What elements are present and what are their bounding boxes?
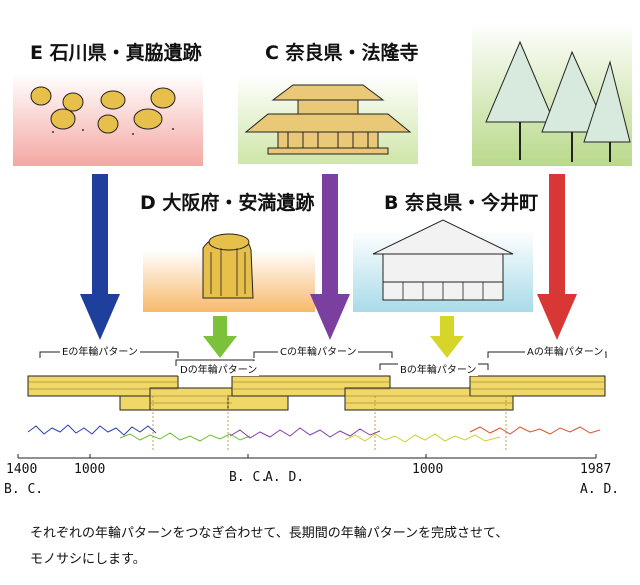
axis-bc-left: B. C. — [4, 482, 44, 497]
axis-1400: 1400 — [6, 462, 38, 477]
board-d — [149, 387, 233, 411]
axis-ad: A. D. — [265, 470, 305, 485]
ring-curve-b — [344, 433, 501, 443]
board-c2 — [227, 395, 289, 411]
site-c-title: C 奈良県・法隆寺 — [265, 42, 419, 64]
ring-curve-c — [229, 427, 381, 439]
board-a — [469, 375, 606, 397]
site-e-illustration — [13, 74, 203, 166]
axis-ad-right: A. D. — [580, 482, 620, 497]
pattern-label-e: Eの年輪パターン — [60, 343, 140, 358]
axis-1987: 1987 — [580, 462, 612, 477]
ring-curve-e — [27, 424, 157, 436]
arrow-b — [430, 316, 464, 358]
site-e-title: E 石川県・真脇遺跡 — [30, 42, 202, 64]
arrow-c — [310, 174, 350, 340]
ring-curve-d — [119, 432, 251, 442]
ring-curve-a — [469, 426, 601, 435]
arrow-e — [80, 174, 120, 340]
pattern-label-d: Dの年輪パターン — [178, 361, 260, 376]
site-a-illustration — [472, 22, 632, 166]
site-c-illustration — [238, 60, 418, 164]
caption-line1: それぞれの年輪パターンをつなぎ合わせて、長期間の年輪パターンを完成させて、 — [30, 526, 509, 541]
pattern-label-a: Aの年輪パターン — [525, 343, 606, 358]
axis-1000-ad: 1000 — [412, 462, 444, 477]
site-b-title: B 奈良県・今井町 — [384, 192, 539, 214]
caption-line2: モノサシにします。 — [30, 552, 146, 567]
axis-1000-bc: 1000 — [74, 462, 106, 477]
axis-bc: B. C. — [229, 470, 269, 485]
pattern-label-b: Bの年輪パターン — [398, 361, 479, 376]
arrow-a — [537, 174, 577, 340]
site-d-title: D 大阪府・安満遺跡 — [140, 192, 315, 214]
site-d-illustration — [143, 228, 315, 312]
site-b-illustration — [353, 212, 533, 312]
board-e — [27, 375, 179, 397]
ring-pattern-timeline — [17, 351, 607, 459]
pattern-label-c: Cの年輪パターン — [278, 343, 359, 358]
arrow-d — [203, 316, 237, 358]
